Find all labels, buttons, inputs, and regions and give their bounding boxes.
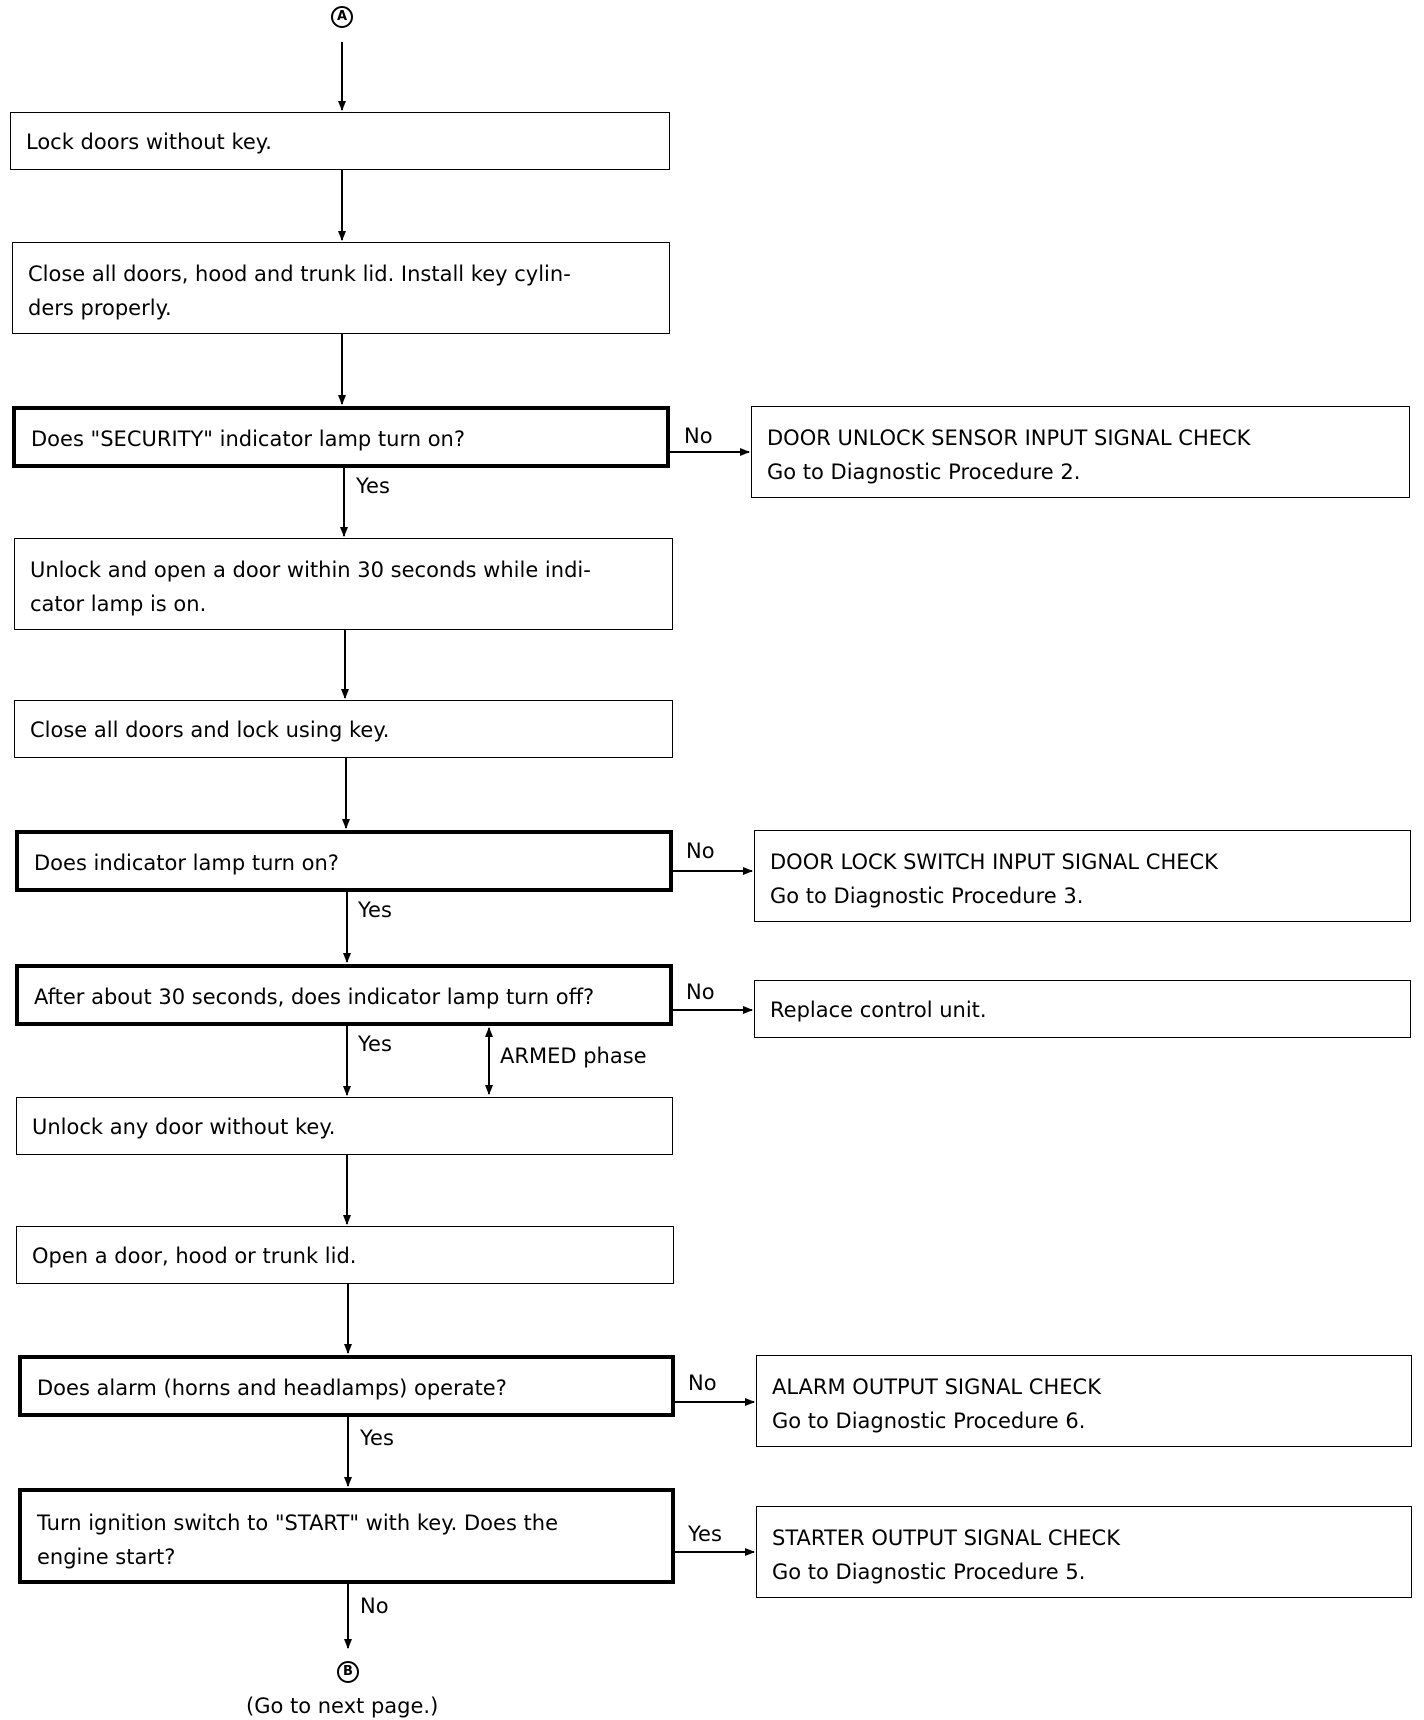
label-yes-1: Yes	[356, 474, 390, 498]
result-procedure: Go to Diagnostic Procedure 6.	[772, 1409, 1086, 1433]
question-security-lamp: Does "SECURITY" indicator lamp turn on?	[12, 406, 670, 468]
label-no-1: No	[684, 424, 713, 448]
question-indicator-on: Does indicator lamp turn on?	[15, 830, 673, 892]
result-title: DOOR LOCK SWITCH INPUT SIGNAL CHECK	[770, 850, 1218, 874]
label-yes-5: Yes	[688, 1522, 722, 1546]
result-door-unlock-sensor: DOOR UNLOCK SENSOR INPUT SIGNAL CHECK Go…	[751, 406, 1410, 498]
result-procedure: Go to Diagnostic Procedure 3.	[770, 884, 1084, 908]
go-to-next-page-note: (Go to next page.)	[246, 1694, 439, 1718]
step-text-line-1: Unlock and open a door within 30 seconds…	[30, 558, 591, 582]
result-title: DOOR UNLOCK SENSOR INPUT SIGNAL CHECK	[767, 426, 1251, 450]
question-engine-start: Turn ignition switch to "START" with key…	[18, 1488, 675, 1584]
question-text: After about 30 seconds, does indicator l…	[34, 985, 595, 1009]
question-text-line-1: Turn ignition switch to "START" with key…	[37, 1511, 559, 1535]
label-no-3: No	[686, 980, 715, 1004]
label-armed-phase: ARMED phase	[500, 1044, 647, 1068]
result-title: STARTER OUTPUT SIGNAL CHECK	[772, 1526, 1120, 1550]
question-alarm-operate: Does alarm (horns and headlamps) operate…	[18, 1355, 675, 1417]
step-close-all-doors: Close all doors, hood and trunk lid. Ins…	[12, 242, 670, 334]
step-text: Open a door, hood or trunk lid.	[32, 1244, 357, 1268]
step-text-line-2: cator lamp is on.	[30, 592, 207, 616]
label-no-5: No	[360, 1594, 389, 1618]
step-unlock-any-door: Unlock any door without key.	[16, 1097, 673, 1155]
result-title: ALARM OUTPUT SIGNAL CHECK	[772, 1375, 1101, 1399]
step-unlock-open-door: Unlock and open a door within 30 seconds…	[14, 538, 673, 630]
question-text: Does indicator lamp turn on?	[34, 851, 339, 875]
label-yes-2: Yes	[358, 898, 392, 922]
step-open-door-hood-trunk: Open a door, hood or trunk lid.	[16, 1226, 674, 1284]
step-text: Lock doors without key.	[26, 130, 272, 154]
result-replace-control-unit: Replace control unit.	[754, 980, 1411, 1038]
question-text-line-2: engine start?	[37, 1545, 176, 1569]
step-text-line-2: ders properly.	[28, 296, 172, 320]
label-no-4: No	[688, 1371, 717, 1395]
step-text-line-1: Close all doors, hood and trunk lid. Ins…	[28, 262, 571, 286]
label-yes-4: Yes	[360, 1426, 394, 1450]
step-close-lock-key: Close all doors and lock using key.	[14, 700, 673, 758]
question-text: Does alarm (horns and headlamps) operate…	[37, 1376, 507, 1400]
question-text: Does "SECURITY" indicator lamp turn on?	[31, 427, 465, 451]
step-lock-doors: Lock doors without key.	[10, 112, 670, 170]
step-text: Unlock any door without key.	[32, 1115, 336, 1139]
label-no-2: No	[686, 839, 715, 863]
connector-b: B	[337, 1661, 359, 1683]
result-door-lock-switch: DOOR LOCK SWITCH INPUT SIGNAL CHECK Go t…	[754, 830, 1411, 922]
result-procedure: Go to Diagnostic Procedure 5.	[772, 1560, 1086, 1584]
result-title: Replace control unit.	[770, 998, 987, 1022]
step-text: Close all doors and lock using key.	[30, 718, 390, 742]
connector-a: A	[331, 6, 353, 28]
result-alarm-output: ALARM OUTPUT SIGNAL CHECK Go to Diagnost…	[756, 1355, 1412, 1447]
result-procedure: Go to Diagnostic Procedure 2.	[767, 460, 1081, 484]
result-starter-output: STARTER OUTPUT SIGNAL CHECK Go to Diagno…	[756, 1506, 1412, 1598]
label-yes-3: Yes	[358, 1032, 392, 1056]
question-indicator-off: After about 30 seconds, does indicator l…	[15, 964, 673, 1026]
